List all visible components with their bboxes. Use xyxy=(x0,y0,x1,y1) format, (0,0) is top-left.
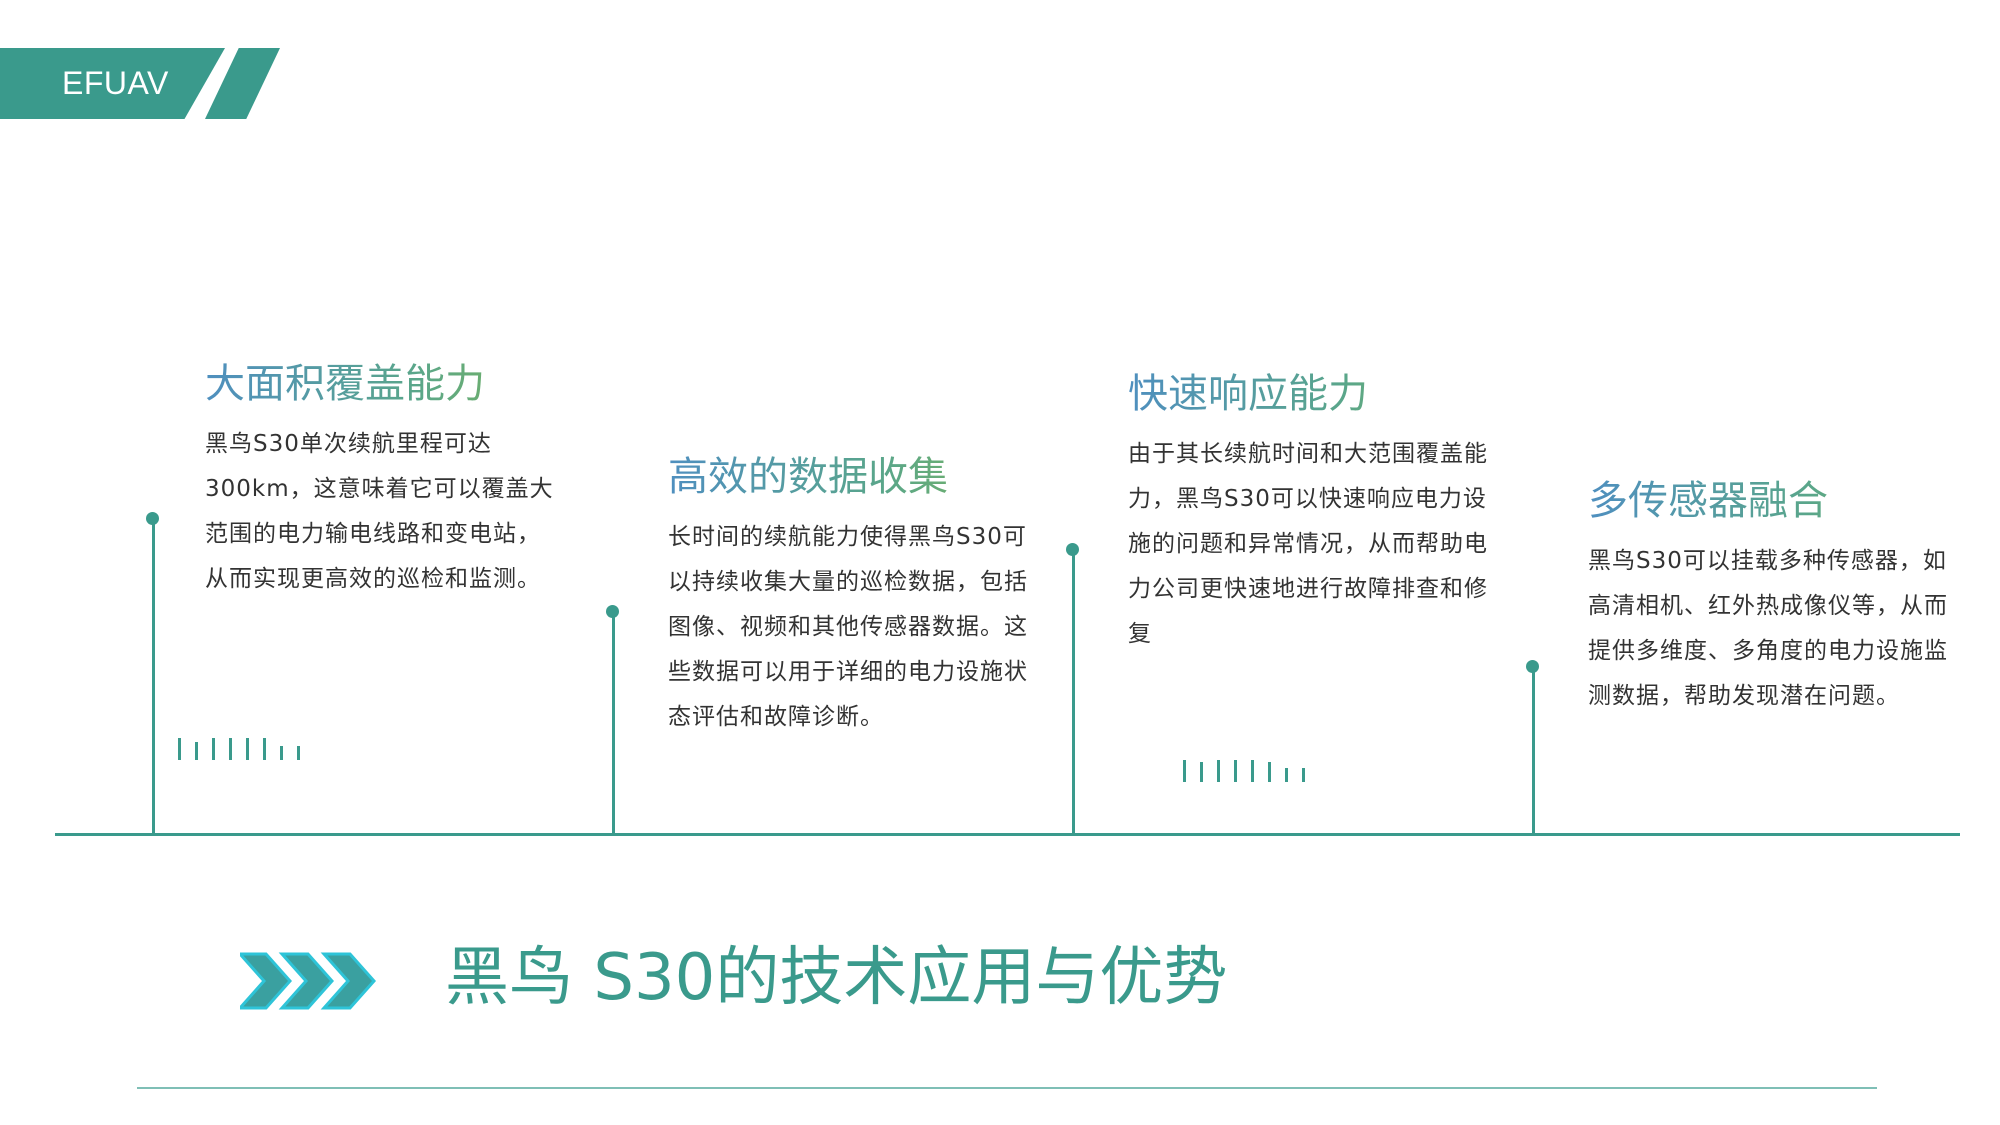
tick-mark xyxy=(212,738,215,760)
bottom-divider xyxy=(137,1087,1877,1089)
tick-mark xyxy=(1183,760,1186,782)
chevron-3 xyxy=(320,952,377,1010)
tick-mark xyxy=(1268,762,1271,782)
tick-mark xyxy=(1200,762,1203,782)
tick-mark xyxy=(229,738,232,760)
tick-mark xyxy=(178,738,181,760)
tick-mark xyxy=(1234,760,1237,782)
timeline-stem xyxy=(612,612,615,835)
feature-title: 多传感器融合 xyxy=(1588,477,1958,525)
tick-marks xyxy=(178,738,300,760)
tick-mark xyxy=(1251,760,1254,782)
page-title: 黑鸟 S30的技术应用与优势 xyxy=(445,941,1228,1015)
feature-body: 黑鸟S30单次续航里程可达300km，这意味着它可以覆盖大范围的电力输电线路和变… xyxy=(205,431,554,592)
tick-mark xyxy=(297,746,300,760)
timeline-dot xyxy=(1526,660,1539,673)
tick-mark xyxy=(246,738,249,760)
tick-mark xyxy=(263,738,266,760)
tick-mark xyxy=(1217,760,1220,782)
brand-label: EFUAV xyxy=(62,65,169,101)
feature-title: 高效的数据收集 xyxy=(668,453,1028,501)
feature-coverage: 大面积覆盖能力 黑鸟S30单次续航里程可达300km，这意味着它可以覆盖大范围的… xyxy=(205,360,555,602)
tick-mark xyxy=(1302,768,1305,782)
timeline-baseline xyxy=(55,833,1960,836)
feature-data-collection: 高效的数据收集 长时间的续航能力使得黑鸟S30可以持续收集大量的巡检数据，包括图… xyxy=(668,453,1028,740)
feature-multi-sensor: 多传感器融合 黑鸟S30可以挂载多种传感器，如高清相机、红外热成像仪等，从而提供… xyxy=(1588,477,1958,719)
timeline-dot xyxy=(606,605,619,618)
tick-mark xyxy=(1285,768,1288,782)
feature-body: 由于其长续航时间和大范围覆盖能力，黑鸟S30可以快速响应电力设施的问题和异常情况… xyxy=(1128,441,1488,647)
timeline-dot xyxy=(146,512,159,525)
brand-tag xyxy=(0,48,225,119)
tick-mark xyxy=(195,742,198,760)
tick-marks xyxy=(1183,760,1305,782)
timeline-stem xyxy=(1532,667,1535,835)
tick-mark xyxy=(280,746,283,760)
timeline-stem xyxy=(1072,550,1075,835)
chevron-2 xyxy=(278,952,335,1010)
feature-body: 黑鸟S30可以挂载多种传感器，如高清相机、红外热成像仪等，从而提供多维度、多角度… xyxy=(1588,548,1948,709)
triple-chevron-icon xyxy=(240,952,377,1010)
chevron-1 xyxy=(240,952,293,1010)
feature-fast-response: 快速响应能力 由于其长续航时间和大范围覆盖能力，黑鸟S30可以快速响应电力设施的… xyxy=(1128,370,1488,657)
feature-title: 快速响应能力 xyxy=(1128,370,1488,418)
feature-body: 长时间的续航能力使得黑鸟S30可以持续收集大量的巡检数据，包括图像、视频和其他传… xyxy=(668,524,1028,730)
timeline-dot xyxy=(1066,543,1079,556)
timeline-stem xyxy=(152,519,155,835)
feature-title: 大面积覆盖能力 xyxy=(205,360,555,408)
